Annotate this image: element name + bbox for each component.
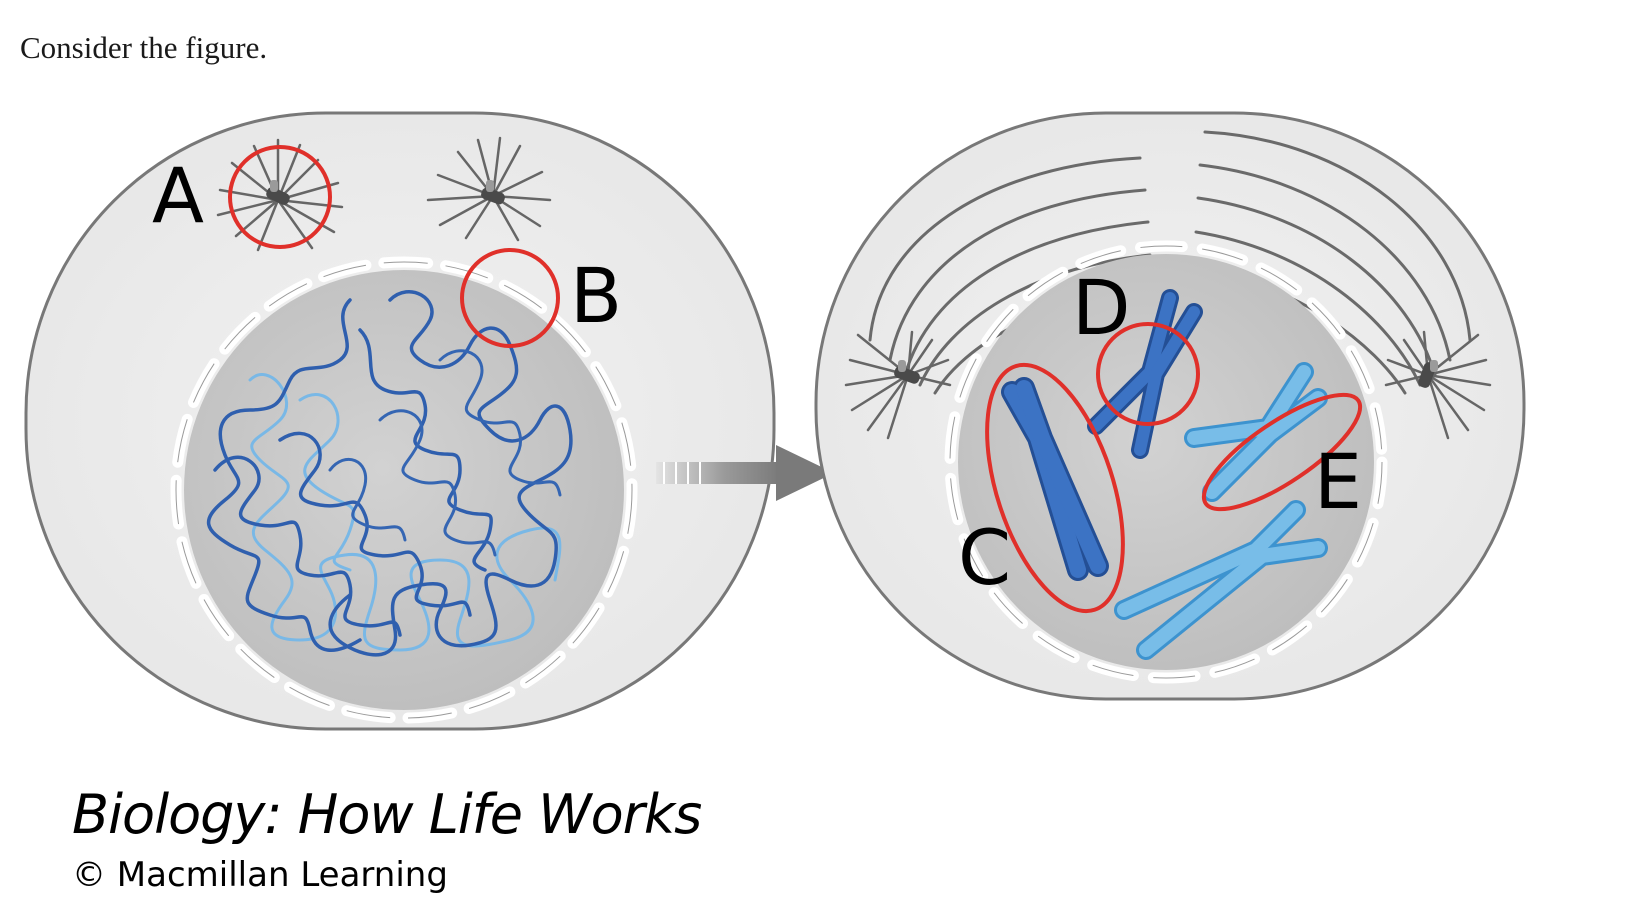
right-spindle-pole (1384, 330, 1492, 440)
label-a: A (152, 151, 204, 240)
label-d: D (1072, 263, 1131, 352)
chromatin-dark-strand-3 (213, 431, 472, 637)
label-b: B (570, 251, 622, 340)
callout-e-ellipse (1201, 392, 1363, 512)
callout-a-circle (228, 145, 332, 249)
label-c: C (958, 513, 1011, 602)
chromatin-dark-strand-4 (328, 349, 562, 557)
label-e: E (1314, 437, 1362, 526)
centrosome-icon (1418, 360, 1438, 388)
chromosome-lower (1114, 500, 1328, 660)
centrosome-second (426, 136, 552, 242)
chromosome-e (1184, 362, 1328, 502)
callout-d-circle (1096, 322, 1200, 426)
left-envelope-outline (175, 261, 633, 719)
chromosome-c (1001, 377, 1109, 581)
question-prompt: Consider the figure. (20, 30, 268, 65)
right-envelope-outline (949, 245, 1383, 679)
caption-copyright: © Macmillan Learning (72, 855, 448, 895)
left-cell: A B (24, 111, 776, 731)
chromatin-dark-strand-2 (206, 298, 493, 652)
caption-title: Biology: How Life Works (72, 783, 702, 846)
callout-b-circle (460, 248, 560, 348)
right-cell: C D E (814, 111, 1526, 701)
centrosome-a (216, 138, 344, 252)
centrosome-icon (266, 180, 290, 205)
process-arrow-icon (656, 445, 834, 501)
centrosome-icon (894, 360, 920, 384)
callout-c-ellipse (985, 362, 1125, 614)
left-spindle-pole (844, 330, 952, 440)
right-nucleus (958, 254, 1374, 670)
chromatin-light-strand (248, 373, 562, 652)
centrosome-icon (481, 180, 505, 205)
spindle-fibers (868, 130, 1472, 395)
chromatin (206, 289, 573, 657)
